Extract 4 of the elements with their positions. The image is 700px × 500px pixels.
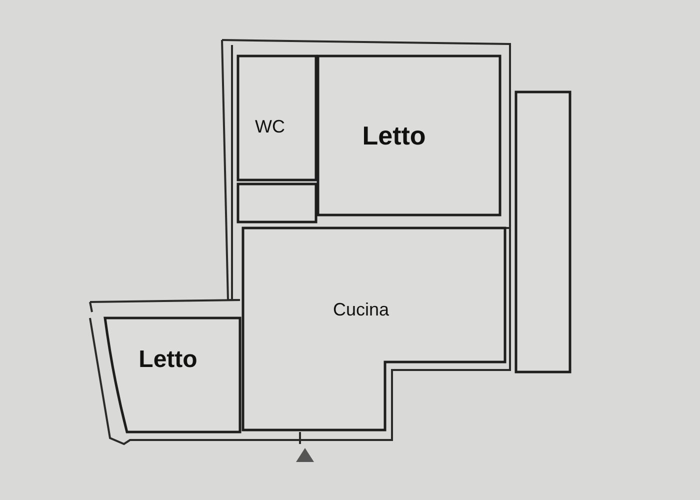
room-label: Cucina xyxy=(332,300,390,320)
room-label: WC xyxy=(255,116,285,138)
room-label: Letto xyxy=(138,346,198,374)
room-label: Letto xyxy=(362,120,426,152)
